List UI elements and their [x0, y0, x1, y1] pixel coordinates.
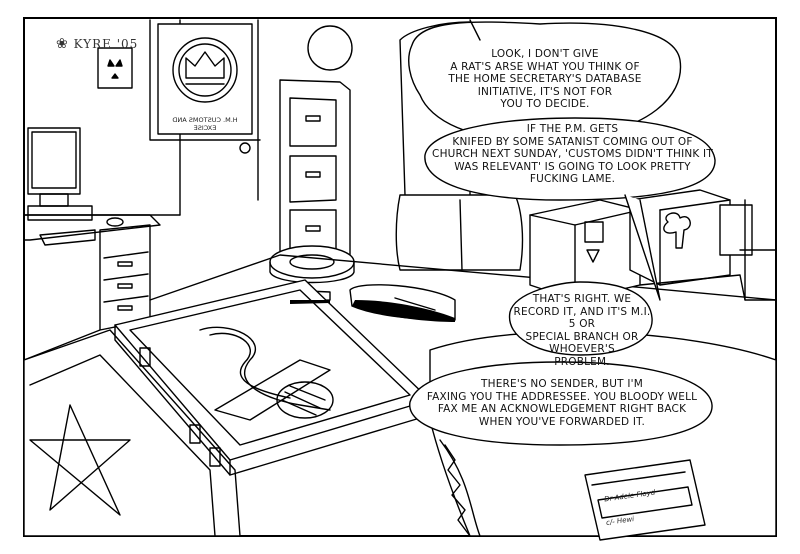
signature-text: KYRE '05 — [73, 37, 139, 51]
bubble-4-shape — [409, 361, 713, 446]
speech-bubble-1: LOOK, I DON'T GIVE A RAT'S ARSE WHAT YOU… — [448, 48, 642, 110]
speech-bubble-4: THERE'S NO SENDER, BUT I'M FAXING YOU TH… — [426, 378, 698, 428]
swirl-icon: ❀ — [56, 36, 69, 52]
bubble-3-shape — [508, 281, 653, 356]
bubble-2-shape — [424, 117, 716, 201]
speech-bubble-3: THAT'S RIGHT. WE RECORD IT, AND IT'S M.I… — [513, 293, 651, 368]
artist-signature: ❀ KYRE '05 — [56, 36, 138, 52]
speech-bubble-2: IF THE P.M. GETS KNIFED BY SOME SATANIST… — [432, 123, 713, 185]
poster-caption: H.M. CUSTOMS AND EXCISE — [172, 116, 238, 132]
